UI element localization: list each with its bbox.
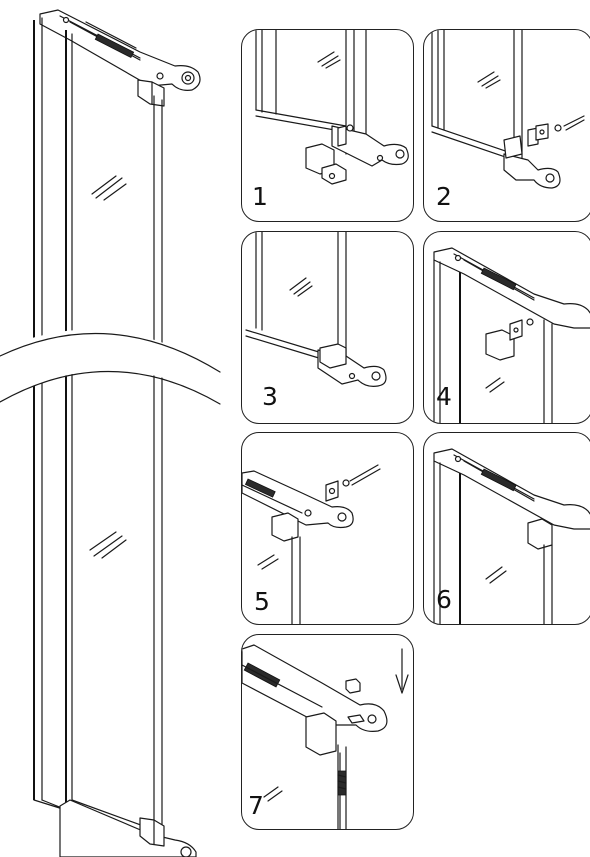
bottom-hinge-fitting <box>59 799 197 857</box>
step-panel-5: 5 <box>241 432 414 625</box>
step-panel-7: 7 <box>241 634 414 830</box>
step-number-7: 7 <box>248 791 264 820</box>
step-number-1: 1 <box>252 182 268 211</box>
glass-reflection-marks <box>89 175 127 559</box>
step-panel-4: 4 <box>423 231 590 424</box>
step-panel-2: 2 <box>423 29 590 222</box>
step-number-4: 4 <box>436 382 452 411</box>
door-frame <box>33 17 163 836</box>
step-panel-3: 3 <box>241 231 414 424</box>
step-5-drawing <box>242 464 381 624</box>
step-6-drawing <box>433 448 590 624</box>
step-panel-6: 6 <box>423 432 590 625</box>
step-number-2: 2 <box>436 182 452 211</box>
step-number-3: 3 <box>262 382 278 411</box>
step-1-drawing <box>255 30 409 185</box>
door-overview-drawing <box>0 9 221 857</box>
step-3-drawing <box>245 232 387 387</box>
step-7-drawing <box>242 644 409 829</box>
step-number-5: 5 <box>254 587 270 616</box>
step-panel-1: 1 <box>241 29 414 222</box>
length-break-curves <box>0 329 221 405</box>
step-4-drawing <box>433 247 590 423</box>
top-hinge-fitting <box>39 9 201 107</box>
step-number-6: 6 <box>436 585 452 614</box>
step-2-drawing <box>431 30 585 189</box>
